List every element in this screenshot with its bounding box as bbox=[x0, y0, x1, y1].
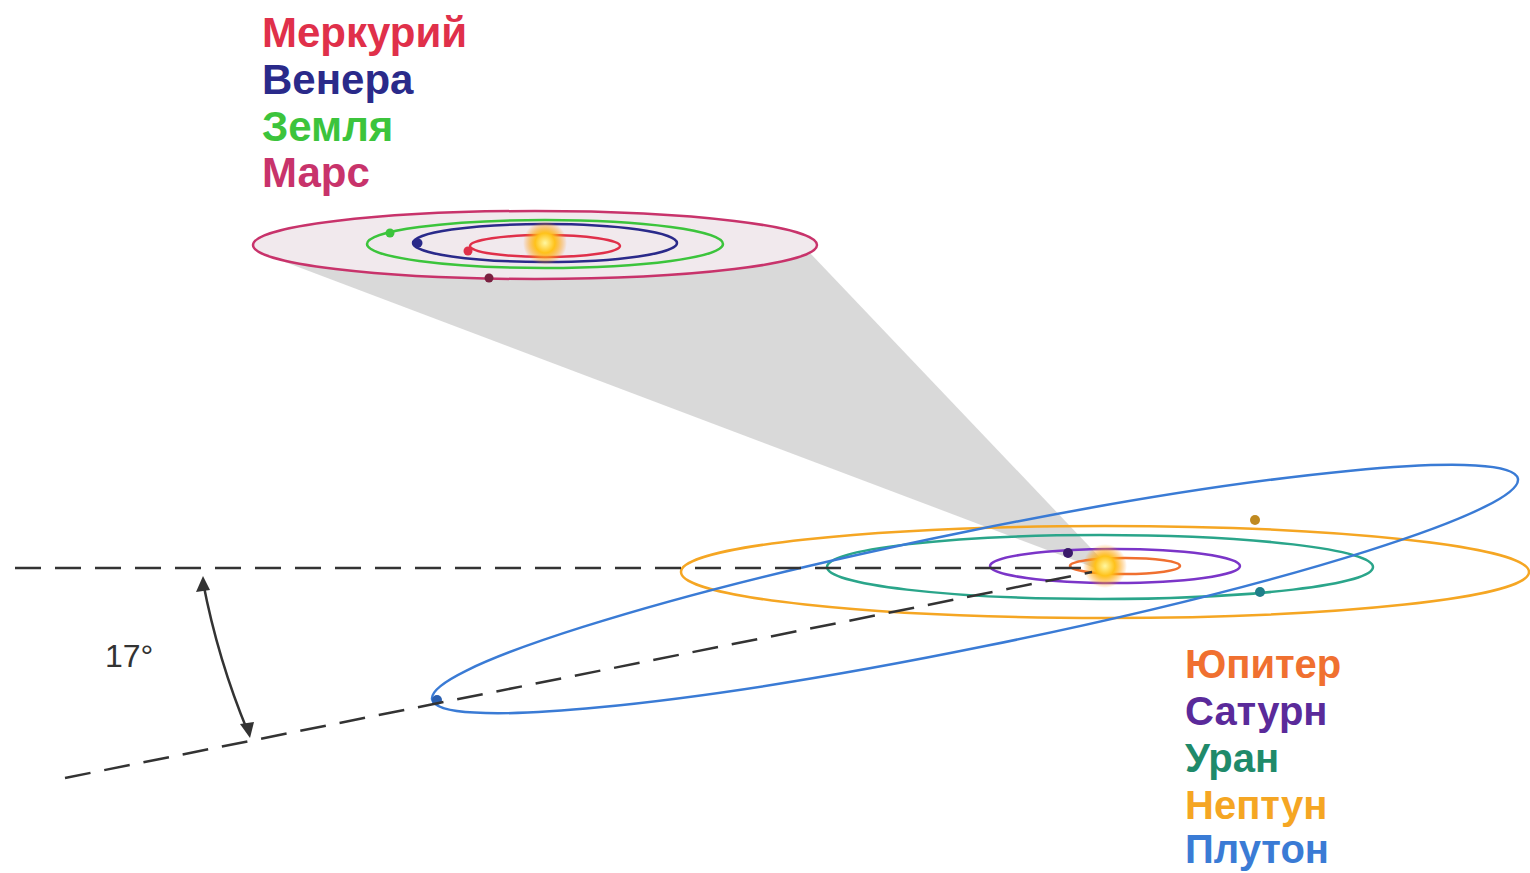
planet-name: Нептун bbox=[1185, 785, 1327, 825]
arrow-head bbox=[196, 576, 210, 592]
mercury-dot bbox=[464, 247, 473, 256]
planet-name: Уран bbox=[1185, 738, 1279, 778]
planet-name: Юпитер bbox=[1185, 644, 1341, 684]
pluto-orbit bbox=[421, 422, 1530, 757]
ecliptic-line bbox=[15, 567, 1095, 570]
sun bbox=[1083, 544, 1127, 588]
planet-name: Венера bbox=[262, 59, 413, 101]
saturn-dot bbox=[1063, 548, 1073, 558]
uranus-dot bbox=[1255, 587, 1265, 597]
planet-name: Марс bbox=[262, 152, 370, 194]
planet-name: Плутон bbox=[1185, 829, 1329, 869]
sun bbox=[523, 221, 567, 265]
mars-dot bbox=[485, 274, 494, 283]
earth-orbit bbox=[367, 220, 723, 268]
neptune-dot bbox=[1250, 515, 1260, 525]
pluto-plane-line bbox=[65, 572, 1092, 778]
earth-dot bbox=[386, 229, 395, 238]
venus-dot bbox=[414, 239, 423, 248]
zoom-cone bbox=[285, 232, 1108, 568]
angle-label: 17° bbox=[105, 640, 153, 672]
mars-orbit bbox=[253, 211, 817, 279]
angle-arrow bbox=[203, 582, 248, 732]
planet-name: Земля bbox=[262, 106, 393, 148]
planet-name: Меркурий bbox=[262, 12, 467, 54]
arrow-head bbox=[240, 722, 254, 738]
planet-name: Сатурн bbox=[1185, 691, 1328, 731]
